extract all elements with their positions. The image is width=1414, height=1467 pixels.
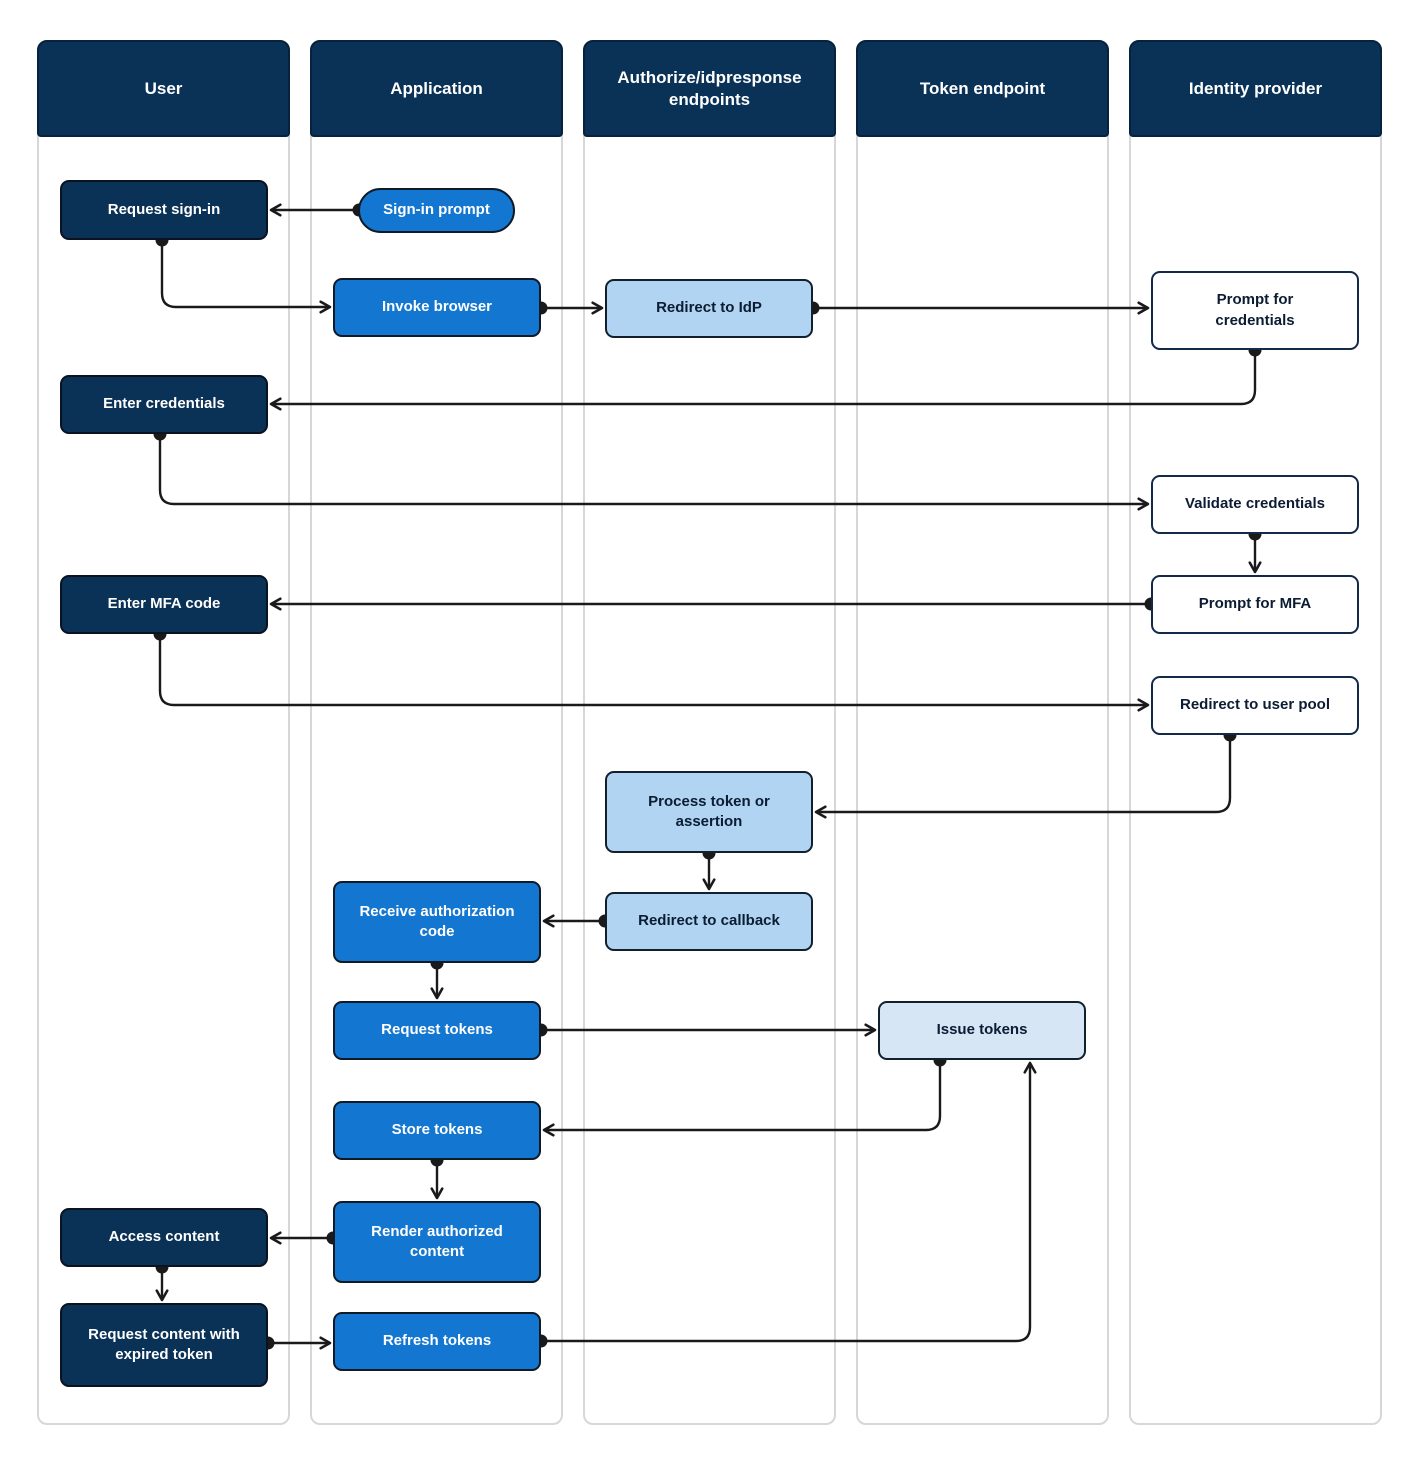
lane-header-token-endpoint: Token endpoint bbox=[856, 40, 1109, 137]
node-store-tokens: Store tokens bbox=[333, 1101, 541, 1160]
node-prompt-for-credentials: Prompt for credentials bbox=[1151, 271, 1359, 350]
node-validate-credentials: Validate credentials bbox=[1151, 475, 1359, 534]
node-issue-tokens: Issue tokens bbox=[878, 1001, 1086, 1060]
node-invoke-browser: Invoke browser bbox=[333, 278, 541, 337]
node-refresh-tokens: Refresh tokens bbox=[333, 1312, 541, 1371]
node-prompt-for-mfa: Prompt for MFA bbox=[1151, 575, 1359, 634]
node-receive-authorization-code: Receive authorization code bbox=[333, 881, 541, 963]
node-enter-credentials: Enter credentials bbox=[60, 375, 268, 434]
lane-header-user: User bbox=[37, 40, 290, 137]
node-redirect-to-callback: Redirect to callback bbox=[605, 892, 813, 951]
node-request-tokens: Request tokens bbox=[333, 1001, 541, 1060]
node-request-sign-in: Request sign-in bbox=[60, 180, 268, 240]
node-request-content-with-expired-token: Request content with expired token bbox=[60, 1303, 268, 1387]
lane-header-authorize-endpoints: Authorize/idpresponse endpoints bbox=[583, 40, 836, 137]
node-redirect-to-user-pool: Redirect to user pool bbox=[1151, 676, 1359, 735]
node-access-content: Access content bbox=[60, 1208, 268, 1267]
lane-token-endpoint bbox=[856, 40, 1109, 1425]
node-enter-mfa-code: Enter MFA code bbox=[60, 575, 268, 634]
node-process-token-or-assertion: Process token or assertion bbox=[605, 771, 813, 853]
lane-header-application: Application bbox=[310, 40, 563, 137]
lane-header-identity-provider: Identity provider bbox=[1129, 40, 1382, 137]
lane-authorize-endpoints bbox=[583, 40, 836, 1425]
node-redirect-to-idp: Redirect to IdP bbox=[605, 279, 813, 338]
node-sign-in-prompt: Sign-in prompt bbox=[358, 188, 515, 233]
node-render-authorized-content: Render authorized content bbox=[333, 1201, 541, 1283]
